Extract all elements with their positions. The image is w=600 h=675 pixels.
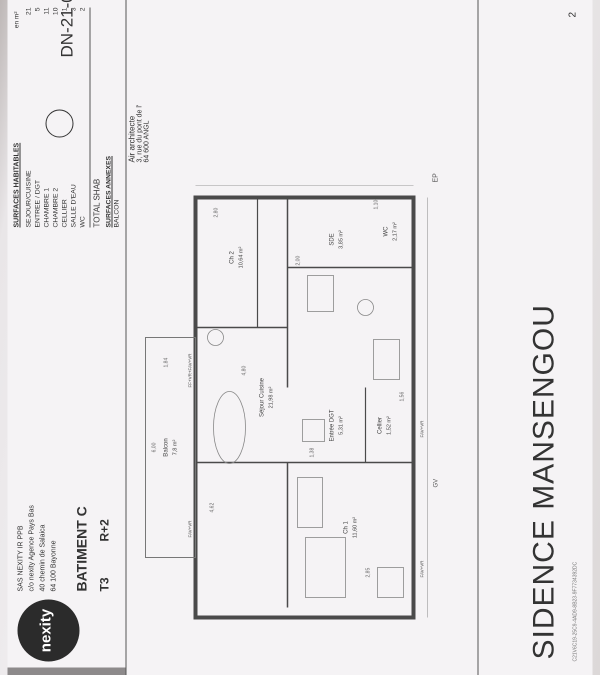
- title-block-border: [125, 0, 127, 675]
- floor-plan: EP GV Balcon 7,8 m² 1,84 6,00 Séjour Cui…: [145, 173, 440, 620]
- fav-label-2: FF+VR+FAV+VR: [188, 353, 193, 388]
- project-title: SIDENCE MANSENGOU: [527, 304, 561, 660]
- developer-company: SAS NEXITY IR PPB: [17, 525, 25, 592]
- cellier-dim: 1,56: [400, 392, 406, 402]
- architect-name: Air architecte: [127, 115, 137, 163]
- fav-label-1: FAV+VR: [188, 520, 193, 538]
- gv-label: GV: [434, 479, 440, 488]
- entree-dim: 1,38: [310, 448, 316, 458]
- chambre1-dim: 2,85: [366, 568, 372, 578]
- chambre2-name: Ch 2: [230, 251, 236, 264]
- surface-room-name: SEJOUR/CUISINE: [25, 170, 33, 228]
- fav-label-4: FAV+VR: [420, 420, 425, 438]
- chambre1-name: Ch 1: [344, 521, 350, 534]
- document-reference: C21V6C19-25C9-4AD9-8B23-9F7734392DC: [572, 561, 579, 662]
- surface-room-name: CHAMBRE 2: [52, 187, 60, 228]
- architect-street: 3, rue du pont de l': [136, 104, 144, 163]
- cellier-area: 1,52 m²: [387, 416, 393, 435]
- page-number: 2: [567, 11, 579, 18]
- surface-room-name: ENTREE / DGT: [34, 179, 42, 228]
- sejour-name: Séjour Cuisine: [260, 377, 266, 417]
- nexity-logo-text: nexity: [37, 608, 55, 653]
- building-name: BATIMENT C: [73, 506, 90, 592]
- surface-room-name: SALLE D'EAU: [70, 184, 78, 228]
- sejour-area: 21,98 m²: [269, 386, 275, 408]
- plan-id-block: DN-21-06: [8, 0, 126, 58]
- chambre1-area: 11,60 m²: [353, 517, 359, 538]
- unit-summary: BATIMENT C T3 R+2: [68, 272, 126, 592]
- balcon-dim-depth: 1,84: [164, 358, 170, 368]
- nexity-logo: nexity: [17, 599, 80, 662]
- balcony-outline: [145, 337, 196, 558]
- developer-city: 64 100 Bayonne: [50, 540, 58, 592]
- room-furniture: [207, 275, 404, 598]
- sejour-dim-a: 4,62: [210, 503, 216, 513]
- balcon-dim-width: 6,00: [152, 442, 158, 452]
- surface-room-name: CHAMBRE 1: [43, 187, 51, 228]
- balcon-area: 7,8 m²: [173, 440, 179, 456]
- fav-label-3: FAV+VR: [420, 560, 425, 578]
- cellier-name: Cellier: [378, 417, 384, 434]
- ep-label: EP: [433, 173, 440, 183]
- wc-area: 2,17 m²: [393, 222, 399, 241]
- developer-agency: c/o nexity Agence Pays Bas: [28, 505, 36, 592]
- surface-room-name: CELLIER: [61, 199, 69, 228]
- entree-name: Entrée DGT: [330, 409, 336, 441]
- chambre2-area: 10,64 m²: [239, 246, 245, 268]
- wc-name: WC: [384, 226, 390, 237]
- chambre2-dim: 2,80: [214, 208, 220, 218]
- building-elevation-thumbnail: [7, 667, 126, 675]
- plan-walls: [193, 195, 416, 620]
- unit-type: T3: [97, 577, 112, 592]
- wc-dim: 1,10: [374, 200, 380, 210]
- sde-name: SDE: [330, 233, 336, 245]
- sde-area: 3,85 m²: [339, 230, 345, 249]
- plan-sheet: nexity SAS NEXITY IR PPB c/o nexity Agen…: [7, 0, 593, 675]
- dimension-lines: [195, 185, 428, 618]
- architect-city: 64 600 ANGL: [143, 120, 151, 163]
- entree-area: 5,31 m²: [339, 416, 345, 435]
- surface-room-name: WC: [79, 216, 87, 228]
- footer-border: [477, 0, 479, 675]
- developer-street: 40 chemin de Salaica: [39, 524, 47, 592]
- unit-level: R+2: [97, 519, 112, 542]
- annex-room-name: BALCON: [113, 199, 121, 228]
- sde-dim: 2,00: [296, 256, 302, 266]
- balcon-name: Balcon: [164, 438, 170, 456]
- architect-block: Air architecte 3, rue du pont de l' 64 6…: [128, 3, 468, 163]
- plan-id: DN-21-06: [57, 0, 77, 58]
- sejour-dim-b: 4,80: [242, 366, 248, 376]
